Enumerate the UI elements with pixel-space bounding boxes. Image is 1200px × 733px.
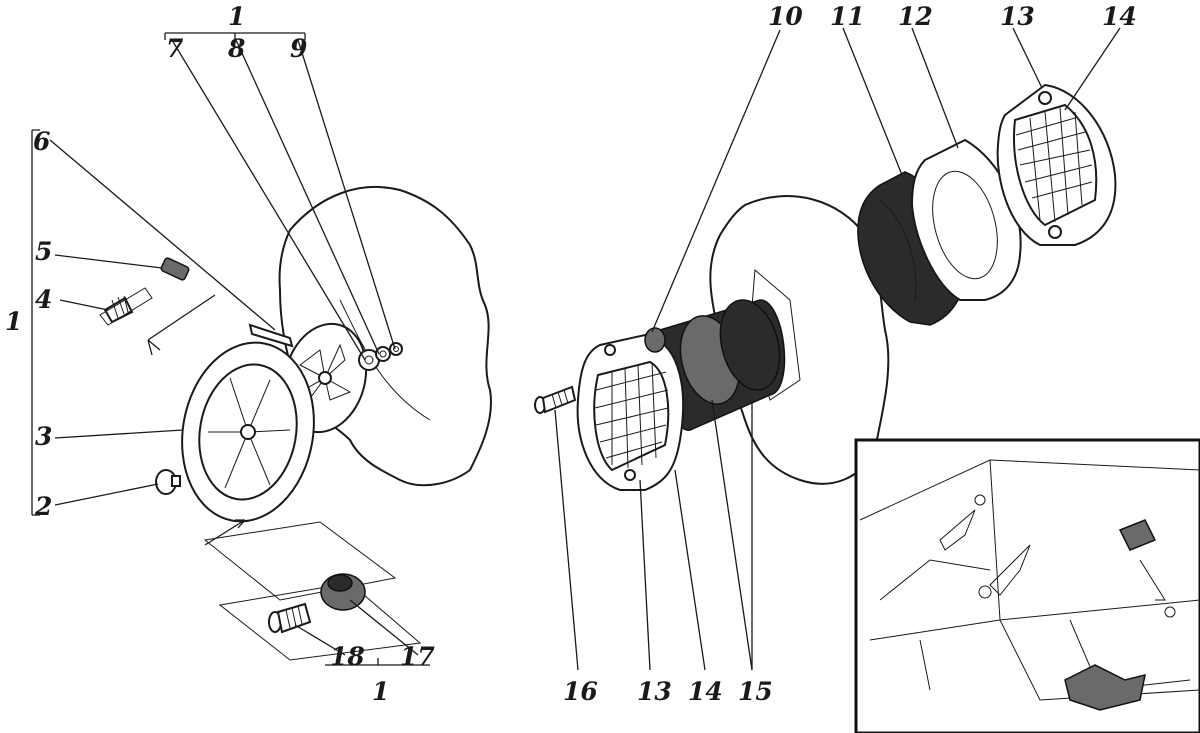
label-14-bottom: 14 bbox=[688, 677, 723, 706]
label-12: 12 bbox=[898, 2, 933, 31]
label-2: 2 bbox=[34, 492, 52, 521]
round-grille bbox=[181, 341, 315, 523]
washers bbox=[358, 342, 403, 371]
label-16: 16 bbox=[563, 677, 598, 706]
label-15: 15 bbox=[738, 677, 773, 706]
label-1-side: 1 bbox=[5, 307, 22, 336]
label-14-top: 14 bbox=[1102, 2, 1137, 31]
callout-labels: 1 7 8 9 6 5 4 1 3 2 18 17 1 10 11 12 13 … bbox=[5, 2, 1137, 706]
screw-16 bbox=[534, 385, 577, 414]
right-vent-assembly bbox=[534, 83, 1117, 491]
inset-location-view bbox=[854, 438, 1200, 733]
label-7: 7 bbox=[166, 34, 184, 63]
left-vent-assembly bbox=[99, 186, 492, 661]
label-4: 4 bbox=[35, 285, 52, 314]
label-8: 8 bbox=[227, 34, 245, 63]
label-1-bottom: 1 bbox=[372, 677, 389, 706]
rect-grille-rear bbox=[996, 83, 1117, 246]
duct-tube bbox=[656, 299, 786, 431]
label-6: 6 bbox=[33, 127, 50, 156]
label-1-top: 1 bbox=[228, 2, 245, 31]
rect-grille-front bbox=[576, 333, 684, 491]
label-10: 10 bbox=[768, 2, 803, 31]
label-9: 9 bbox=[290, 34, 307, 63]
label-18: 18 bbox=[330, 642, 365, 671]
label-17: 17 bbox=[400, 642, 435, 671]
knob bbox=[155, 469, 181, 495]
label-13-top: 13 bbox=[1000, 2, 1035, 31]
label-11: 11 bbox=[830, 2, 865, 31]
screw-and-nut-detail bbox=[99, 257, 190, 326]
label-3: 3 bbox=[35, 422, 52, 451]
label-13-bottom: 13 bbox=[637, 677, 672, 706]
leader-lines bbox=[31, 27, 1121, 671]
screw-and-cap-detail bbox=[203, 521, 422, 661]
label-5: 5 bbox=[35, 237, 52, 266]
